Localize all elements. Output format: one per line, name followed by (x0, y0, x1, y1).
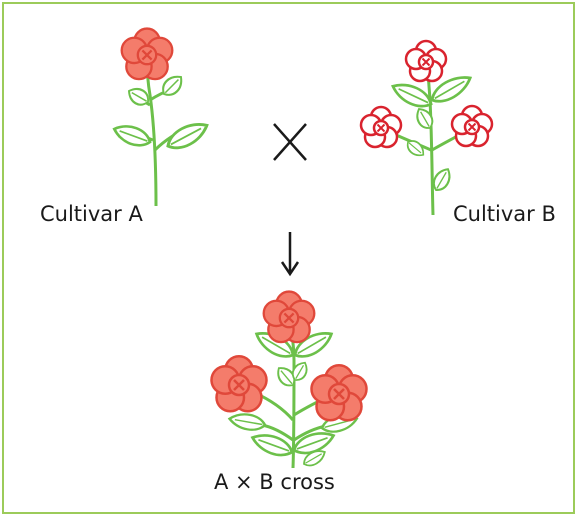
cultivar-b-flower-right (452, 106, 492, 146)
offspring-flower-left (212, 356, 267, 411)
cultivar-b-flower-top (406, 41, 446, 81)
down-arrow (282, 232, 298, 274)
cultivar-a-flower (122, 29, 173, 80)
cultivar-b-flower-left (361, 107, 401, 147)
offspring-flower-top (264, 292, 315, 343)
cultivar-a-plant (111, 29, 211, 206)
cultivar-b-label: Cultivar B (453, 204, 556, 225)
cultivar-a-label: Cultivar A (40, 204, 143, 225)
offspring-label: A × B cross (214, 472, 335, 493)
offspring-flower-right (312, 365, 367, 420)
offspring-plant (212, 292, 367, 470)
cross-symbol (274, 124, 306, 160)
cultivar-b-plant (361, 41, 492, 215)
